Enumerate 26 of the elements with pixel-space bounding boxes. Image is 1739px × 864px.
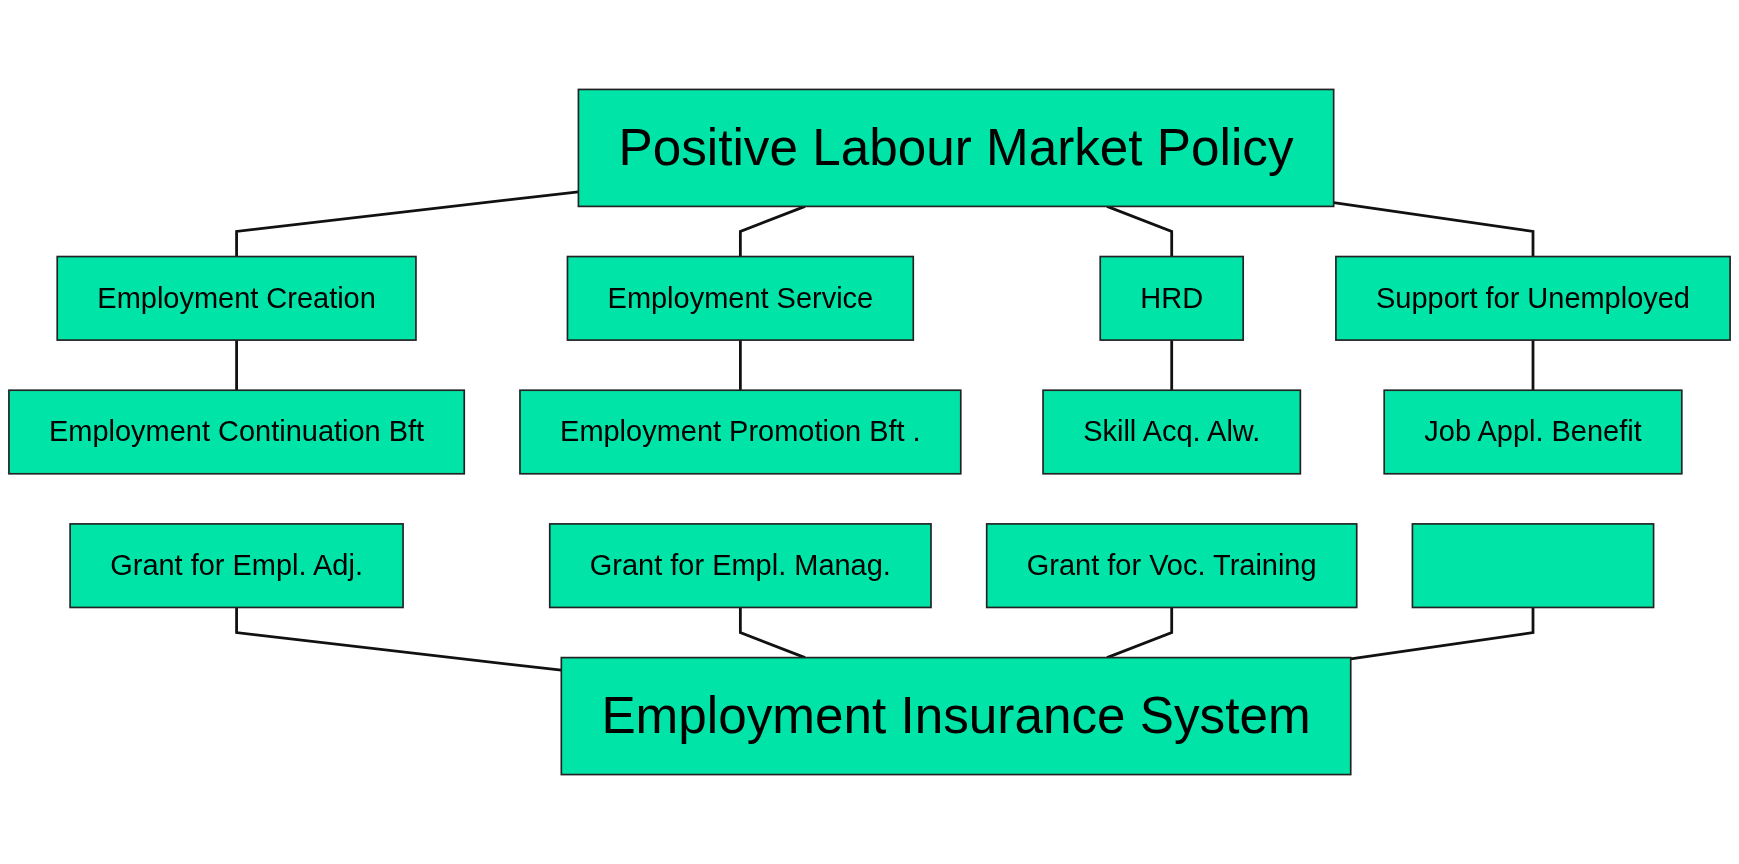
node-box: Skill Acq. Alw. bbox=[1042, 389, 1302, 475]
node-box: Grant for Empl. Manag. bbox=[548, 523, 932, 609]
node-box: Support for Unemployed bbox=[1335, 255, 1731, 341]
connector bbox=[738, 205, 806, 257]
connector bbox=[235, 190, 579, 257]
node-box: HRD bbox=[1099, 255, 1245, 341]
connector bbox=[235, 607, 562, 672]
connector bbox=[1333, 201, 1535, 257]
node-box bbox=[1411, 523, 1655, 609]
node-box: Employment Insurance System bbox=[560, 656, 1352, 776]
node-box: Job Appl. Benefit bbox=[1383, 389, 1683, 475]
node-box: Employment Creation bbox=[56, 255, 417, 341]
node-box: Grant for Empl. Adj. bbox=[69, 523, 404, 609]
node-box: Employment Continuation Bft bbox=[8, 389, 466, 475]
node-box: Grant for Voc. Training bbox=[985, 523, 1358, 609]
connector bbox=[1106, 607, 1174, 659]
connector bbox=[738, 607, 806, 659]
connector bbox=[235, 340, 238, 391]
node-box: Employment Service bbox=[566, 255, 915, 341]
connector bbox=[1170, 340, 1174, 391]
connector bbox=[1106, 205, 1174, 257]
connector bbox=[1350, 607, 1535, 661]
connector bbox=[1531, 340, 1535, 391]
connector bbox=[738, 340, 742, 391]
node-box: Positive Labour Market Policy bbox=[577, 88, 1335, 208]
node-box: Employment Promotion Bft . bbox=[519, 389, 962, 475]
